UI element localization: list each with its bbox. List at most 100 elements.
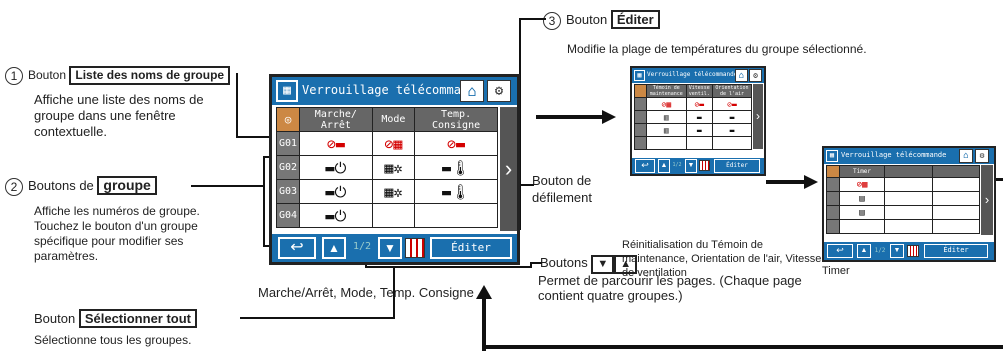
callout-number: 1	[5, 66, 23, 85]
group-button[interactable]	[826, 191, 840, 206]
scroll-button[interactable]: ›	[981, 165, 993, 235]
connector-line	[994, 178, 1003, 181]
lock-cell[interactable]: ▬⏻	[299, 179, 373, 204]
select-all-grid-icon[interactable]	[405, 238, 425, 258]
group-button[interactable]: G02	[276, 155, 300, 180]
screen-title: Verrouillage télécommande	[302, 83, 483, 97]
group-button[interactable]	[826, 177, 840, 192]
bottom-bar: ↩ ▲ 1/2 ▼ Éditer	[824, 242, 994, 260]
back-button[interactable]: ↩	[278, 237, 316, 259]
lock-cell[interactable]: ▬	[711, 110, 753, 124]
callout-desc: Modifie la plage de températures du grou…	[567, 42, 867, 56]
group-button[interactable]: G04	[276, 203, 300, 228]
lock-cell[interactable]: ▤	[839, 191, 885, 206]
lock-cell[interactable]: ▤	[839, 205, 885, 220]
mid-screen: ▦ Verrouillage télécommande ⌂ ⚙ Témoin d…	[630, 66, 766, 176]
group-name-list-button[interactable]: ▦	[276, 80, 298, 102]
gear-icon[interactable]: ⚙	[749, 69, 762, 82]
lock-cell	[685, 136, 713, 150]
lock-cell[interactable]: ⊘▦	[839, 177, 885, 192]
lock-cell[interactable]: ⊘▦	[646, 97, 687, 111]
group-name-list-button[interactable]: ▦	[826, 150, 838, 162]
edit-label: Éditer	[610, 10, 660, 29]
gear-icon[interactable]: ⚙	[487, 80, 511, 102]
lock-cell[interactable]: ▬🌡	[414, 179, 498, 204]
select-all-button[interactable]	[634, 84, 647, 98]
back-button[interactable]: ↩	[827, 244, 853, 258]
lock-cell[interactable]: ⊘▦	[371, 131, 416, 156]
title-bar: ▦ Verrouillage télécommande ⌂ ⚙	[632, 68, 764, 83]
group-button[interactable]: G01	[276, 131, 300, 156]
select-all-grid-icon[interactable]	[699, 160, 710, 171]
lock-cell[interactable]: ▬⏻	[299, 203, 373, 228]
connector-line	[530, 262, 542, 264]
air-icon: ▬	[729, 112, 735, 122]
scroll-button-callout: Bouton de défilement	[532, 173, 592, 205]
lock-cell[interactable]: ▬🌡	[414, 155, 498, 180]
select-all-button[interactable]: ◎	[276, 107, 300, 132]
group-button[interactable]	[826, 205, 840, 220]
edit-button[interactable]: Éditer	[430, 237, 512, 259]
lock-cell[interactable]: ▬	[711, 123, 753, 137]
group-button[interactable]	[826, 219, 840, 234]
home-icon[interactable]: ⌂	[959, 149, 973, 163]
page-up-button[interactable]: ▲	[658, 159, 670, 173]
home-icon[interactable]: ⌂	[735, 69, 748, 82]
maintenance-icon: ▥	[663, 125, 669, 135]
page-down-button[interactable]: ▼	[378, 237, 402, 259]
callout-desc: Affiche les numéros de groupe. Touchez l…	[34, 204, 200, 263]
home-icon[interactable]: ⌂	[460, 80, 484, 102]
lock-cell[interactable]: ⊘▬	[299, 131, 373, 156]
mode-icon: ▦✲	[384, 158, 403, 177]
header-maintenance: Témoin de maintenance	[646, 84, 687, 98]
header-empty	[931, 165, 980, 178]
group-button[interactable]	[634, 123, 647, 137]
lock-cell[interactable]: ⊘▬	[414, 131, 498, 156]
select-all-button[interactable]	[826, 165, 840, 178]
header-timer: Timer	[839, 165, 885, 178]
page-up-button[interactable]: ▲	[322, 237, 346, 259]
gear-icon[interactable]: ⚙	[975, 149, 989, 163]
page-down-button[interactable]: ▼	[890, 244, 904, 258]
lock-cell[interactable]: ⊘▬	[685, 97, 713, 111]
edit-button[interactable]: Éditer	[924, 244, 988, 258]
group-button[interactable]	[634, 97, 647, 111]
callout-prefix: Boutons	[540, 255, 588, 270]
callout-prefix: Boutons de	[28, 178, 94, 193]
callout-page-buttons: Boutons ▼▲	[540, 255, 740, 274]
page-down-button[interactable]: ▼	[685, 159, 697, 173]
power-icon: ▬⏻	[325, 206, 347, 225]
edit-button[interactable]: Éditer	[714, 159, 760, 173]
group-button[interactable]	[634, 110, 647, 124]
scroll-button[interactable]: ›	[753, 84, 763, 149]
lock-cell[interactable]: ▥	[646, 110, 687, 124]
title-bar: ▦ Verrouillage télécommande ⌂ ⚙	[272, 77, 517, 105]
page-indicator: 1/2	[352, 241, 372, 252]
title-bar: ▦ Verrouillage télécommande ⌂ ⚙	[824, 148, 994, 164]
select-all-grid-icon[interactable]	[907, 245, 919, 257]
group-button[interactable]	[634, 136, 647, 150]
page-up-button[interactable]: ▲	[857, 244, 871, 258]
lock-cell[interactable]: ▦✲	[371, 179, 416, 204]
lock-cell[interactable]: ▦✲	[371, 155, 416, 180]
lock-cell[interactable]: ⊘▬	[711, 97, 753, 111]
lock-cell[interactable]: ▬	[685, 110, 713, 124]
group-button[interactable]: G03	[276, 179, 300, 204]
mid-screen-caption: Réinitialisation du Témoin de maintenanc…	[622, 239, 822, 279]
arrow-up-icon	[476, 285, 492, 351]
lock-cell	[931, 219, 980, 234]
lock-cell[interactable]: ▬⏻	[299, 155, 373, 180]
select-all-icon: ◎	[284, 112, 292, 126]
lock-cell[interactable]: ▥	[646, 123, 687, 137]
callout-desc: Sélectionne tous les groupes.	[34, 333, 192, 347]
maintenance-locked-icon: ⊘▦	[661, 99, 672, 109]
mode-locked-icon: ⊘▦	[384, 134, 403, 153]
lock-cell	[884, 219, 933, 234]
lock-cell[interactable]: ▬	[685, 123, 713, 137]
scroll-button[interactable]: ›	[500, 107, 517, 231]
connector-line	[263, 156, 271, 158]
group-name-list-button[interactable]: ▦	[634, 70, 645, 81]
bottom-bar: ↩ ▲ 1/2 ▼ Éditer	[272, 234, 517, 262]
back-button[interactable]: ↩	[635, 159, 655, 173]
